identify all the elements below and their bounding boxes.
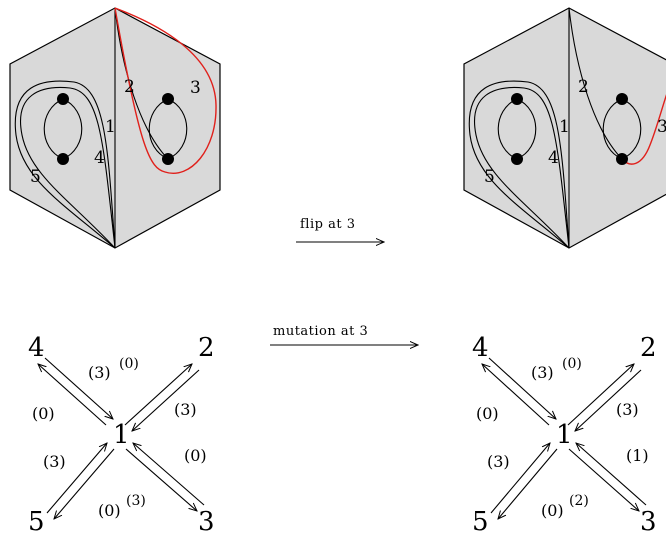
- weight-5-bottom-r: (0): [541, 501, 564, 520]
- quiver-node-5-r: 5: [472, 507, 489, 537]
- puncture-1-r: [511, 93, 523, 105]
- arrow-3-to-1: [133, 443, 205, 506]
- bigon-left-b-r: [516, 98, 537, 160]
- arrow-3-to-1-r: [576, 443, 647, 506]
- bigon-left-b: [62, 98, 83, 160]
- puncture-3: [162, 93, 174, 105]
- weight-2-side-r: (3): [616, 400, 639, 419]
- weight-4-top: (3): [88, 363, 111, 382]
- label-arc-3-r: 3: [657, 117, 666, 137]
- weight-4-side: (0): [32, 404, 55, 423]
- quiver-node-1: 1: [113, 420, 130, 450]
- arrow-5-to-1-r: [490, 443, 550, 514]
- arrow-4-to-1-r: [488, 357, 556, 419]
- arrow-1-to-3: [125, 448, 197, 511]
- weight-4-side-r: (0): [476, 404, 499, 423]
- quiver-node-1-r: 1: [556, 420, 573, 450]
- label-arc-1-r: 1: [559, 117, 570, 137]
- arc-4-left: [20, 86, 116, 249]
- flip-caption: flip at 3: [300, 217, 355, 232]
- arrow-2-to-1: [132, 369, 200, 431]
- arrow-1-to-2-r: [567, 364, 634, 426]
- arrow-5-to-1: [46, 443, 107, 514]
- weight-4-top-r: (3): [531, 363, 554, 382]
- arc-3-right-red: [621, 94, 666, 165]
- bigon-left-a-r: [497, 98, 518, 160]
- arrow-1-to-5-r: [498, 448, 558, 519]
- arc-3-left-red: [114, 7, 217, 174]
- arrow-1-to-3-r: [568, 448, 639, 511]
- bigon-right-b-r: [621, 98, 642, 160]
- puncture-3-r: [616, 93, 628, 105]
- weight-2-side: (3): [174, 400, 197, 419]
- arrow-2-to-1-r: [575, 369, 642, 431]
- mutation-caption: mutation at 3: [273, 324, 368, 339]
- label-arc-5-r: 5: [484, 167, 495, 187]
- puncture-2-r: [511, 153, 523, 165]
- quiver-node-2-r: 2: [640, 333, 657, 363]
- quiver-node-2: 2: [198, 333, 215, 363]
- weight-5-side: (3): [43, 452, 66, 471]
- arrow-1-to-5: [54, 448, 115, 519]
- weight-5-bottom-sup-r: (2): [569, 493, 589, 509]
- triangulation-after-flip: 1 2 3 4 5: [463, 7, 666, 249]
- weight-5-bottom-sup: (3): [126, 493, 146, 509]
- arrow-1-to-4: [38, 364, 107, 426]
- flip-arrow: flip at 3: [296, 217, 384, 242]
- arc-2-left: [114, 7, 169, 160]
- quiver-node-5: 5: [28, 507, 45, 537]
- quiver-node-3-r: 3: [640, 507, 657, 537]
- quiver-before-mutation: 4 2 1 5 3 (3) (0) (0) (3) (3) (0) (0) (3…: [28, 333, 215, 537]
- bigon-right-b: [167, 98, 188, 160]
- weight-3-side-r: (1): [626, 446, 649, 465]
- weight-4-top-sup-r: (0): [562, 356, 582, 372]
- arc-5-right: [468, 80, 570, 249]
- quiver-after-mutation: 4 2 1 5 3 (3) (0) (0) (3) (3) (1) (0) (2…: [472, 333, 657, 537]
- quiver-node-3: 3: [198, 507, 215, 537]
- arrow-1-to-4-r: [482, 364, 550, 426]
- bigon-right-a-r: [602, 98, 623, 160]
- puncture-1: [57, 93, 69, 105]
- weight-5-side-r: (3): [487, 452, 510, 471]
- label-arc-2: 2: [124, 77, 135, 97]
- mutation-arrow: mutation at 3: [270, 324, 418, 345]
- label-arc-3: 3: [190, 78, 201, 98]
- puncture-4: [162, 153, 174, 165]
- quiver-node-4-r: 4: [472, 333, 489, 363]
- weight-4-top-sup: (0): [119, 356, 139, 372]
- bigon-left-a: [43, 98, 64, 160]
- label-arc-2-r: 2: [578, 77, 589, 97]
- weight-5-bottom: (0): [98, 501, 121, 520]
- arc-4-right: [474, 86, 570, 249]
- arrow-1-to-2: [124, 364, 192, 426]
- label-arc-4: 4: [94, 148, 105, 168]
- quiver-node-4: 4: [28, 333, 45, 363]
- arc-5-left: [14, 80, 116, 249]
- puncture-4-r: [616, 153, 628, 165]
- arc-2-right: [568, 7, 623, 160]
- puncture-2: [57, 153, 69, 165]
- arrow-4-to-1: [44, 357, 113, 419]
- label-arc-5: 5: [30, 167, 41, 187]
- triangulation-before-flip: 1 2 3 4 5: [9, 7, 221, 249]
- weight-3-side: (0): [184, 446, 207, 465]
- label-arc-4-r: 4: [548, 148, 559, 168]
- label-arc-1: 1: [105, 117, 116, 137]
- bigon-right-a: [148, 98, 169, 160]
